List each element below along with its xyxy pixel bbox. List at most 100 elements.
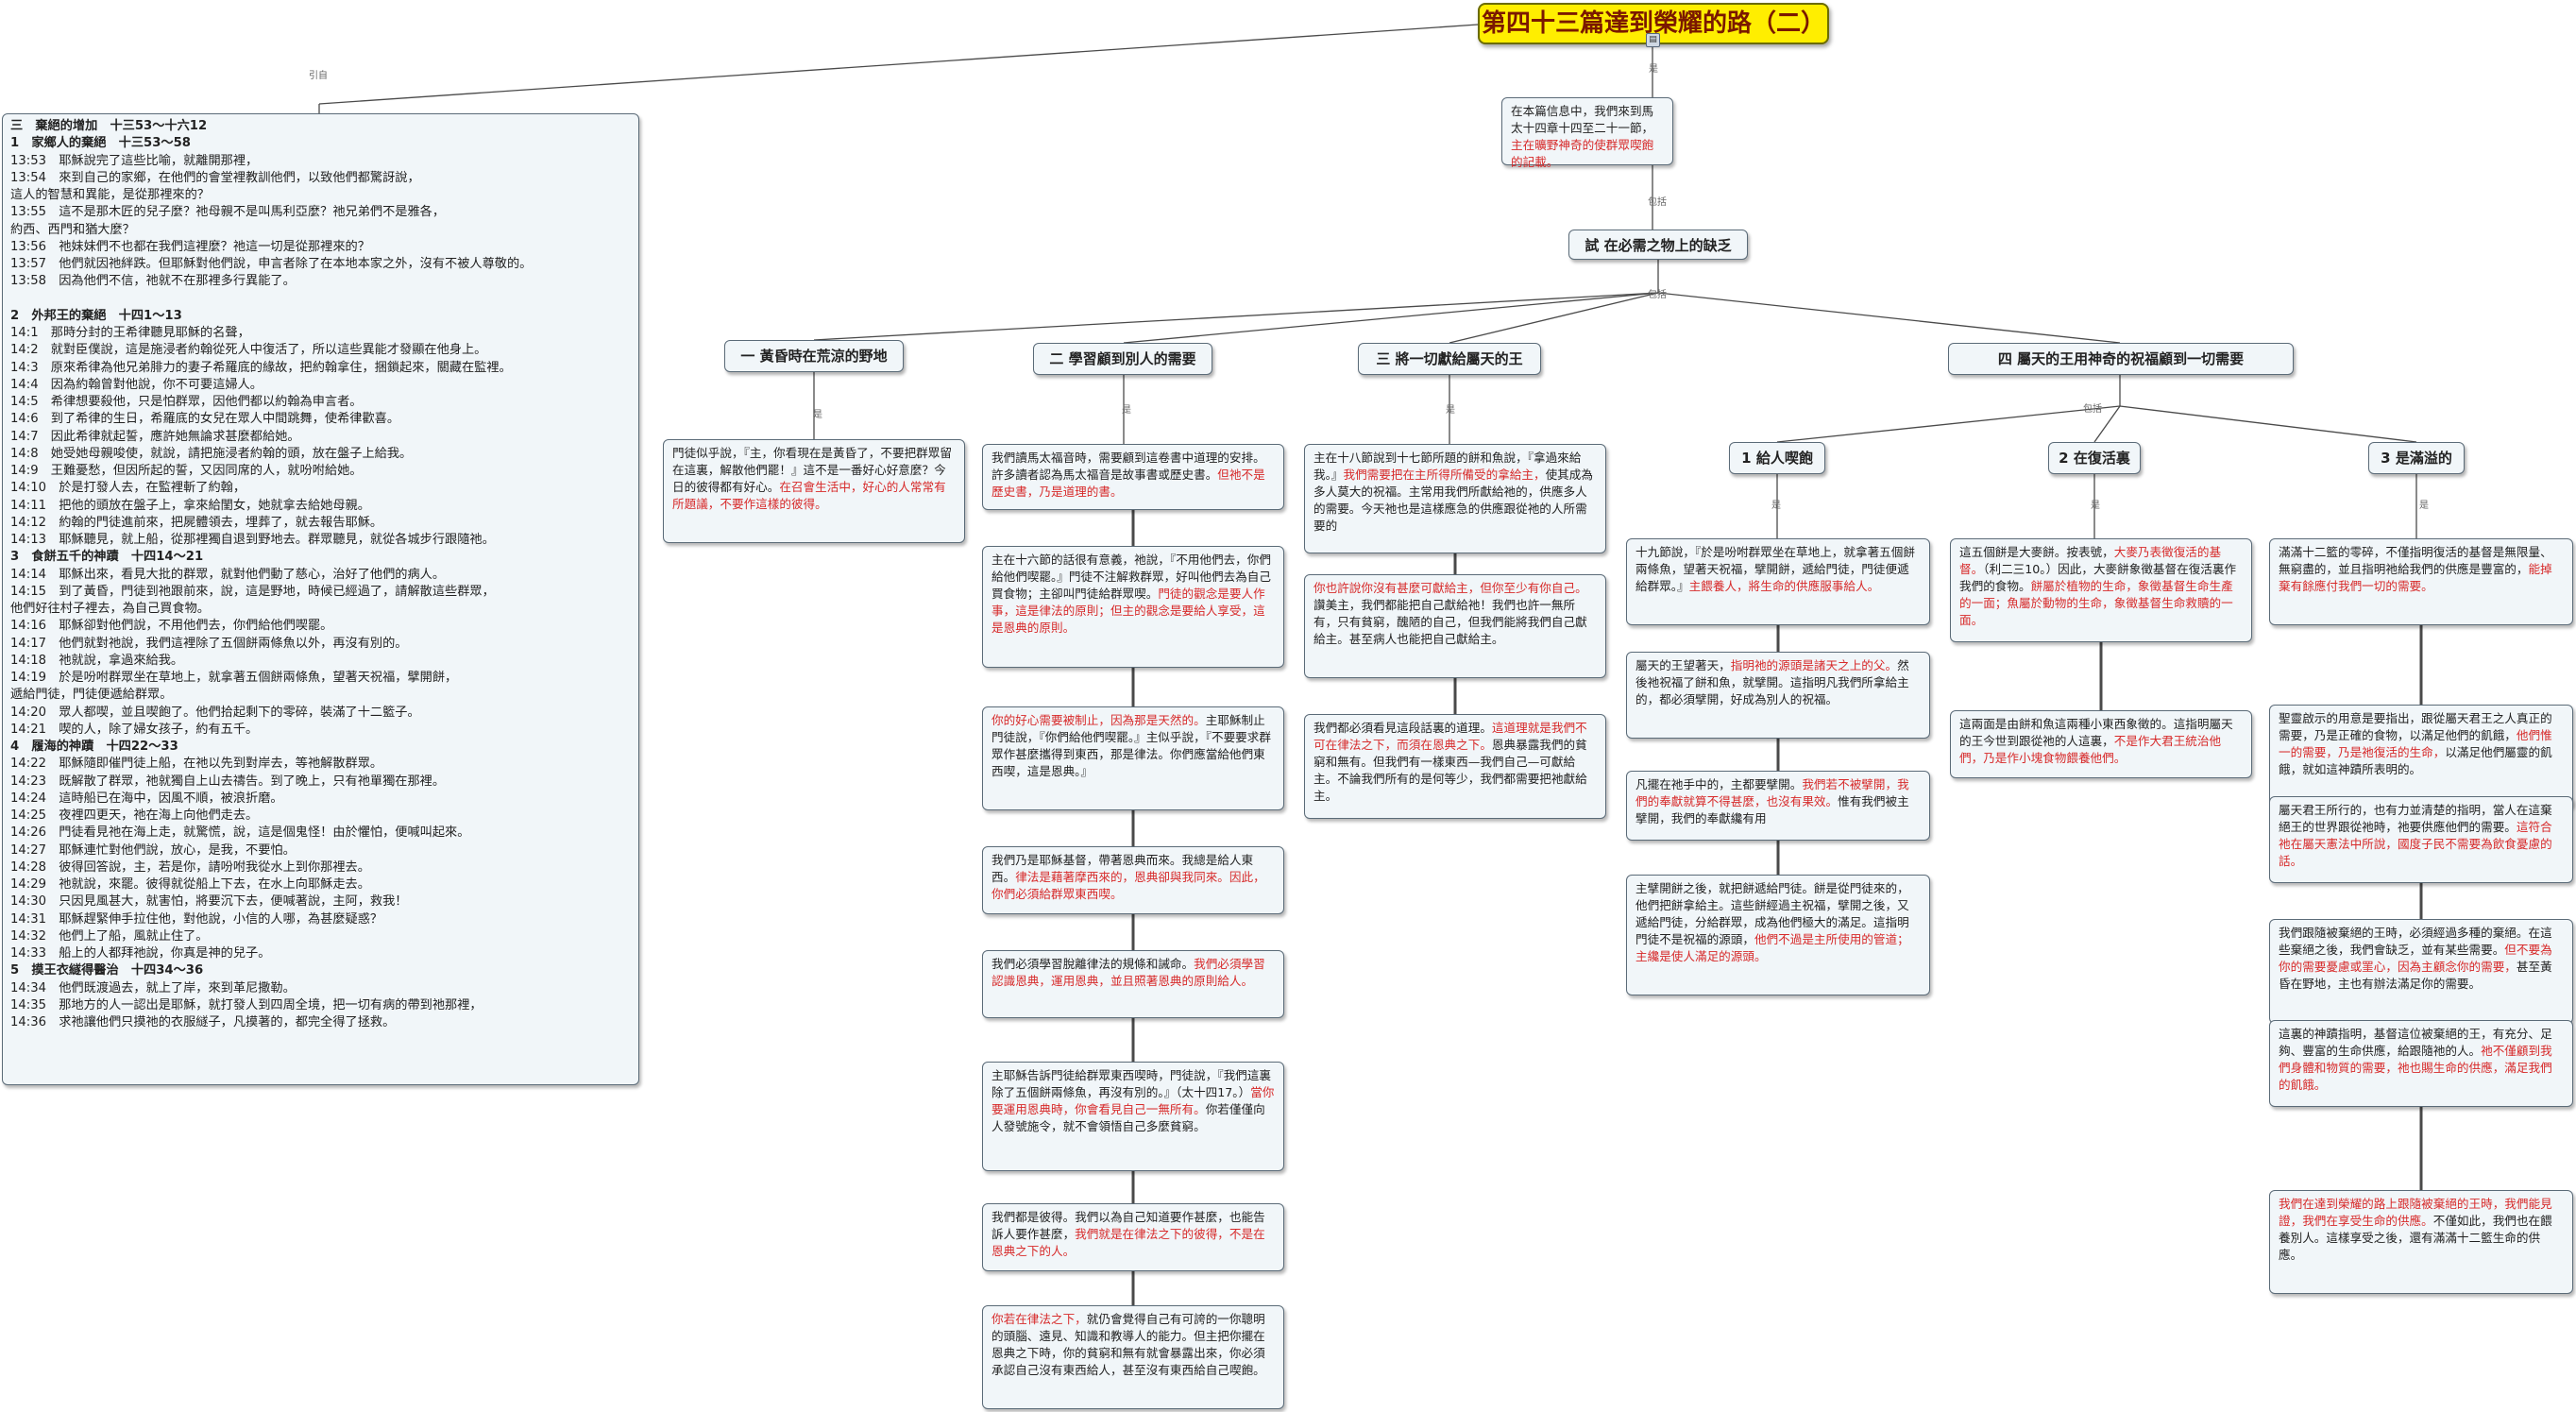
connector-label-includes: 包括 [1648,290,1667,300]
outline-line: 4 履海的神蹟 十四22～33 [10,740,178,754]
note-s2-5[interactable]: 我們必須學習脫離律法的規條和誡命。我們必須學習認識恩典，運用恩典，並且照著恩典的… [982,950,1284,1018]
subsection-header-2[interactable]: 2 在復活裏 [2048,442,2141,474]
outline-line: 13:55 這不是那木匠的兒子麼？祂母親不是叫馬利亞麼？祂兄弟們不是雅各， [10,205,446,220]
note-s2-8[interactable]: 你若在律法之下，就仍會覺得自己有可誇的一你聰明的頭腦、遠見、知識和教導人的能力。… [982,1305,1284,1409]
outline-line: 3 食餅五千的神蹟 十四14～21 [10,550,204,565]
outline-line: 14:12 約翰的門徒進前來，把屍體領去，埋葬了，就去報告耶穌。 [10,515,383,530]
note-s4c-2[interactable]: 聖靈啟示的用意是要指出，跟從屬天君王之人真正的需要，乃是正確的食物，以滿足他們的… [2269,705,2573,808]
connector-line [1123,292,1659,344]
outline-line: 13:58 因為他們不信，祂就不在那裡多行異能了。 [10,274,296,289]
connector-label-is: 是 [813,410,822,420]
outline-line [10,291,631,308]
section-header-3[interactable]: 三 將一切獻給屬天的王 [1358,343,1541,375]
outline-line: 14:27 耶穌連忙對他們說，放心，是我，不要怕。 [10,842,296,858]
outline-line: 14:3 原來希律為他兄弟腓力的妻子希羅底的緣故，把約翰拿住，捆鎖起來，關藏在監… [10,360,512,375]
connector-line [1776,405,2121,443]
outline-line: 14:9 王難憂愁，但因所起的誓，又因同席的人，就吩咐給她。 [10,464,363,478]
connector-label-is: 是 [1446,405,1455,416]
outline-line: 14:15 到了黃昏，門徒到祂跟前來，說，這是野地，時候已經過了，請解散這些群眾… [10,584,495,599]
outline-line: 14:11 把他的頭放在盤子上，拿來給閨女，她就拿去給她母親。 [10,498,370,513]
connector-label-includes: 包括 [1648,197,1667,208]
note-s4c-6[interactable]: 我們在達到榮耀的路上跟隨被棄絕的王時，我們能見證，我們在享受生命的供應。不僅如此… [2269,1190,2573,1294]
outline-line: 14:1 那時分封的王希律聽見耶穌的名聲， [10,326,250,340]
outline-line: 約西、西門和猶大麼？ [10,222,135,237]
outline-line: 1 家鄉人的棄絕 十三53～58 [10,136,191,151]
note-s2-6[interactable]: 主耶穌告訴門徒給群眾東西喫時，門徒說，『我們這裏除了五個餅兩條魚，再沒有別的。』… [982,1062,1284,1171]
connector-label-intro: 引自 [309,71,328,81]
section-header-1[interactable]: 一 黃昏時在荒涼的野地 [724,340,904,372]
connector-line [2093,405,2121,443]
section-header-4[interactable]: 四 屬天的王用神奇的祝福顧到一切需要 [1948,343,2294,375]
outline-line: 13:54 來到自己的家鄉，在他們的會堂裡教訓他們，以致他們都驚訝說， [10,170,420,185]
trial-node[interactable]: 試 在必需之物上的缺乏 [1568,230,1748,260]
outline-line: 14:30 只因見風甚大，就害怕，將要沉下去，便喊著說，主阿，救我！ [10,894,408,910]
note-s3-1[interactable]: 主在十八節說到十七節所題的餅和魚說，『拿過來給我。』我們需要把在主所得所備受的拿… [1304,444,1606,553]
outline-line: 14:4 因為約翰曾對他說，你不可要這婦人。 [10,377,263,392]
outline-line: 14:18 祂就說，拿過來給我。 [10,653,184,668]
connector-label-includes: 包括 [2083,404,2102,415]
outline-line: 14:14 耶穌出來，看見大批的群眾，就對他們動了慈心，治好了他們的病人。 [10,567,446,582]
note-icon[interactable]: ▤ [1646,33,1660,47]
outline-line: 14:21 喫的人，除了婦女孩子，約有五千。 [10,722,259,737]
note-s4a-4[interactable]: 主擘開餅之後，就把餅遞給門徒。餅是從門徒來的，他們把餅拿給主。這些餅經過主祝福，… [1626,875,1930,995]
note-s2-7[interactable]: 我們都是彼得。我們以為自己知道要作甚麼，也能告訴人要作甚麼，我們就是在律法之下的… [982,1203,1284,1271]
outline-line: 14:16 耶穌卻對他們說，不用他們去，你們給他們喫罷。 [10,619,333,634]
outline-line: 14:17 他們就對祂說，我們這裡除了五個餅兩條魚以外，再沒有別的。 [10,636,408,651]
outline-line: 14:29 祂就說，來罷。彼得就從船上下去，在水上向耶穌走去。 [10,877,370,892]
scripture-outline-node[interactable]: 三 棄絕的增加 十三53～十六12 1 家鄉人的棄絕 十三53～58 13:53 耶… [2,113,639,1085]
outline-line: 13:53 耶穌說完了這些比喻，就離開那裡， [10,153,259,168]
note-s4c-5[interactable]: 這裏的神蹟指明，基督這位被棄絕的王，有充分、足夠、豐富的生命供應，給跟隨祂的人。… [2269,1020,2573,1107]
outline-line: 14:32 他們上了船，風就止住了。 [10,928,209,944]
note-s4c-1[interactable]: 滿滿十二籃的零碎，不僅指明復活的基督是無限量、無窮盡的，並且指明祂給我們的供應是… [2269,538,2573,625]
note-s1-1[interactable]: 門徒似乎說，『主，你看現在是黃昏了，不要把群眾留在這裏，解散他們罷！』這不是一番… [663,439,965,543]
outline-line: 14:34 他們既渡過去，就上了岸，來到革尼撒勒。 [10,980,296,995]
connector-line [813,292,1659,341]
subsection-header-1[interactable]: 1 給人喫飽 [1729,442,1825,474]
note-s3-3[interactable]: 我們都必須看見這段話裏的道理。這道理就是我們不可在律法之下，而須在恩典之下。恩典… [1304,714,1606,819]
outline-line: 14:5 希律想要殺他，只是怕群眾，因他們都以約翰為申言者。 [10,395,363,409]
outline-line: 14:2 就對臣僕說，這是施浸者約翰從死人中復活了，所以這些異能才發顯在他身上。 [10,343,487,358]
outline-line: 14:24 這時船已在海中，因風不順，被浪折磨。 [10,791,283,806]
connector-label-is: 是 [2419,501,2429,511]
note-s2-4[interactable]: 我們乃是耶穌基督，帶著恩典而來。我總是給人東西。律法是藉著摩西來的，恩典卻與我同… [982,846,1284,914]
outline-line: 13:56 祂妹妹們不也都在我們這裡麼？祂這一切是從那裡來的？ [10,239,370,254]
outline-line: 三 棄絕的增加 十三53～十六12 [10,119,208,133]
connector-line [318,24,1479,105]
subsection-header-3[interactable]: 3 是滿溢的 [2368,442,2465,474]
note-s2-1[interactable]: 我們讀馬太福音時，需要顧到這卷書中道理的安排。許多讀者認為馬太福音是故事書或歷史… [982,444,1284,510]
outline-line: 他們好往村子裡去，為自己買食物。 [10,602,210,616]
intro-node[interactable]: 在本篇信息中，我們來到馬太十四章十四至二十一節，主在曠野神奇的使群眾喫飽的記載。 [1501,97,1673,169]
note-s4b-2[interactable]: 這兩面是由餅和魚這兩種小東西象徵的。這指明屬天的王今世到跟從祂的人這裏，不是作大… [1950,710,2252,778]
outline-line: 2 外邦王的棄絕 十四1～13 [10,308,182,323]
outline-line: 14:26 門徒看見祂在海上走，就驚慌，說，這是個鬼怪！由於懼怕，便喊叫起來。 [10,825,470,841]
section-header-2[interactable]: 二 學習顧到別人的需要 [1033,343,1212,375]
outline-line: 14:13 耶穌聽見，就上船，從那裡獨自退到野地去。群眾聽見，就從各城步行跟隨祂… [10,533,495,547]
note-s2-2[interactable]: 主在十六節的話很有意義，祂說，『不用他們去，你們給他們喫罷。』門徒不注解救群眾，… [982,546,1284,668]
outline-line: 14:6 到了希律的生日，希羅底的女兒在眾人中間跳舞，使希律歡喜。 [10,412,400,427]
note-s4b-1[interactable]: 這五個餅是大麥餅。按表號，大麥乃表徵復活的基督。（利二三10。）因此，大麥餅象徵… [1950,538,2252,642]
outline-line: 這人的智慧和異能，是從那裡來的？ [10,188,210,202]
note-s4c-4[interactable]: 我們跟隨被棄絕的王時，必須經過多種的棄絕。在這些棄絕之後，我們會缺乏，並有某些需… [2269,919,2573,1024]
outline-line: 14:8 她受她母親唆使，就說，請把施浸者約翰的頭，放在盤子上給我。 [10,446,413,461]
outline-line: 14:20 眾人都喫，並且喫飽了。他們拾起剩下的零碎，裝滿了十二籃子。 [10,705,420,720]
note-s4a-3[interactable]: 凡擺在祂手中的，主都要擘開。我們若不被擘開，我們的奉獻就算不得甚麼，也沒有果效。… [1626,771,1930,841]
outline-line: 14:28 彼得回答說，主，若是你，請吩咐我從水上到你那裡去。 [10,859,370,875]
note-s4a-1[interactable]: 十九節說，『於是吩咐群眾坐在草地上，就拿著五個餅兩條魚，望著天祝福，擘開餅，遞給… [1626,538,1930,625]
outline-line: 14:19 於是吩咐群眾坐在草地上，就拿著五個餅兩條魚，望著天祝福，擘開餅， [10,671,458,685]
outline-line: 14:25 夜裡四更天，祂在海上向他們走去。 [10,808,259,823]
outline-line: 遞給門徒，門徒便遞給群眾。 [10,688,173,703]
outline-line: 14:35 那地方的人一認出是耶穌，就打發人到四周全境，把一切有病的帶到祂那裡， [10,997,483,1012]
outline-line: 14:31 耶穌趕緊伸手拉住他，對他說，小信的人哪，為甚麼疑惑？ [10,911,383,927]
connector-line [1657,292,2121,344]
outline-line: 14:23 既解散了群眾，祂就獨自上山去禱告。到了晚上，只有祂單獨在那裡。 [10,774,446,789]
connector-label-is: 是 [1771,501,1781,511]
note-s4a-2[interactable]: 屬天的王望著天，指明祂的源頭是諸天之上的父。然後祂祝福了餅和魚，就擘開。這指明凡… [1626,652,1930,739]
connector-label-is: 是 [2091,501,2100,511]
connector-line [1449,292,1659,344]
note-s3-2[interactable]: 你也許說你沒有甚麼可獻給主，但你至少有你自己。讚美主，我們都能把自己獻給祂！我們… [1304,574,1606,678]
outline-line: 14:33 船上的人都拜祂說，你真是神的兒子。 [10,946,271,961]
connector-label-is: 是 [1122,405,1131,416]
note-s2-3[interactable]: 你的好心需要被制止，因為那是天然的。主耶穌制止門徒說，『你們給他們喫罷。』主似乎… [982,706,1284,810]
note-s4c-3[interactable]: 屬天君王所行的，也有力並清楚的指明，當人在這棄絕王的世界跟從祂時，祂要供應他們的… [2269,796,2573,883]
connector-line [2119,405,2417,443]
